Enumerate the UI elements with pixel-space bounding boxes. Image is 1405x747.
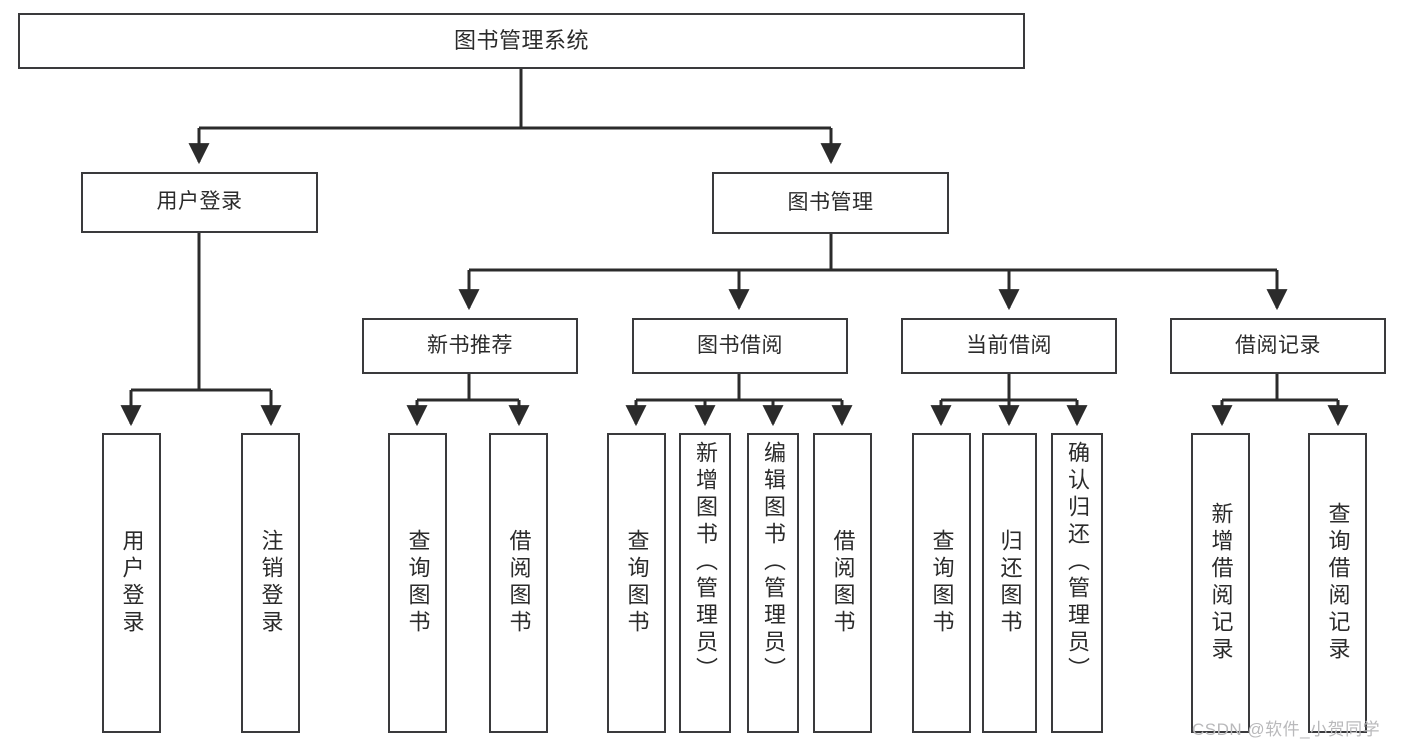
node-label: 新增图书（管理员） (693, 441, 718, 684)
leaf-query-book-recommend[interactable]: 查询图书 (388, 433, 447, 733)
node-user-login[interactable]: 用户登录 (81, 172, 318, 233)
node-label: 新书推荐 (427, 333, 513, 357)
node-label: 图书管理系统 (453, 28, 589, 54)
leaf-edit-book-admin[interactable]: 编辑图书（管理员） (747, 433, 799, 733)
node-label: 查询图书 (929, 529, 955, 637)
node-label: 用户登录 (119, 529, 145, 637)
node-label: 归还图书 (997, 529, 1023, 637)
node-label: 确认归还（管理员） (1065, 441, 1090, 684)
leaf-query-book-current[interactable]: 查询图书 (912, 433, 971, 733)
node-label: 借阅记录 (1235, 333, 1321, 357)
leaf-logout[interactable]: 注销登录 (241, 433, 300, 733)
node-label: 当前借阅 (966, 333, 1052, 357)
leaf-return-book[interactable]: 归还图书 (982, 433, 1037, 733)
node-label: 新增借阅记录 (1208, 502, 1234, 664)
node-book-borrow[interactable]: 图书借阅 (632, 318, 848, 374)
node-label: 查询图书 (624, 529, 650, 637)
node-label: 注销登录 (258, 529, 284, 637)
node-label: 图书借阅 (697, 333, 783, 357)
node-current-borrow[interactable]: 当前借阅 (901, 318, 1117, 374)
leaf-user-login[interactable]: 用户登录 (102, 433, 161, 733)
watermark-text: CSDN @软件_小贺同学 (1192, 720, 1381, 739)
leaf-query-borrow-record[interactable]: 查询借阅记录 (1308, 433, 1367, 733)
node-label: 查询图书 (405, 529, 431, 637)
leaf-add-book-admin[interactable]: 新增图书（管理员） (679, 433, 731, 733)
leaf-borrow-book-recommend[interactable]: 借阅图书 (489, 433, 548, 733)
node-root[interactable]: 图书管理系统 (18, 13, 1025, 69)
node-new-book-recommend[interactable]: 新书推荐 (362, 318, 578, 374)
leaf-confirm-return-admin[interactable]: 确认归还（管理员） (1051, 433, 1103, 733)
leaf-borrow-book[interactable]: 借阅图书 (813, 433, 872, 733)
node-label: 用户登录 (156, 190, 243, 214)
node-label: 编辑图书（管理员） (761, 441, 786, 684)
node-label: 借阅图书 (830, 529, 856, 637)
node-label: 图书管理 (787, 190, 874, 214)
node-book-management[interactable]: 图书管理 (712, 172, 949, 234)
node-borrow-record[interactable]: 借阅记录 (1170, 318, 1386, 374)
leaf-add-borrow-record[interactable]: 新增借阅记录 (1191, 433, 1250, 733)
node-label: 查询借阅记录 (1325, 502, 1351, 664)
node-label: 借阅图书 (506, 529, 532, 637)
leaf-query-book-borrow[interactable]: 查询图书 (607, 433, 666, 733)
